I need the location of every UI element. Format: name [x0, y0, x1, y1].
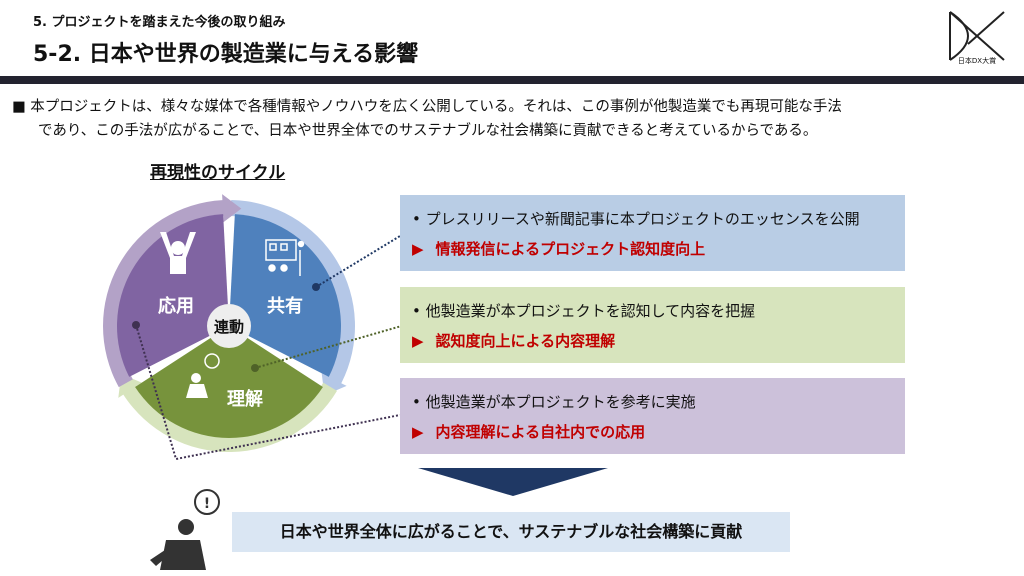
intro-text: ■ 本プロジェクトは、様々な媒体で各種情報やノウハウを広く公開している。それは、… [12, 95, 1012, 143]
connector-dot-share [312, 283, 320, 291]
arrow-icon: ▶ [412, 423, 424, 441]
box-result: 内容理解による自社内での応用 [435, 423, 646, 441]
center-label: 連動 [214, 318, 244, 336]
thinking-person-icon [186, 353, 220, 398]
box-bullet: • プレスリリースや新聞記事に本プロジェクトのエッセンスを公開 [412, 210, 860, 228]
info-box-apply: • 他製造業が本プロジェクトを参考に実施 ▶ 内容理解による自社内での応用 [400, 378, 905, 454]
box-result: 認知度向上による内容理解 [435, 332, 616, 350]
box-result: 情報発信によるプロジェクト認知度向上 [435, 240, 706, 258]
pie-segment-share [229, 214, 341, 377]
svg-text:!: ! [204, 496, 210, 512]
segment-label-understand: 理解 [227, 388, 263, 410]
dx-logo [949, 11, 1005, 61]
box-bullet: • 他製造業が本プロジェクトを参考に実施 [412, 393, 696, 411]
segment-label-apply: 応用 [158, 295, 194, 317]
cycle-arrow-share [230, 200, 355, 396]
logo-text: 日本DX大賞 [957, 57, 997, 65]
arrow-icon: ▶ [412, 240, 424, 258]
center-circle [207, 304, 251, 348]
presentation-icon [265, 239, 305, 276]
raised-arms-person-icon [160, 232, 196, 274]
info-box-understand: • 他製造業が本プロジェクトを認知して内容を把握 ▶ 認知度向上による内容理解 [400, 287, 905, 363]
box-bullet: • 他製造業が本プロジェクトを認知して内容を把握 [412, 302, 756, 320]
section-label: 5. プロジェクトを踏まえた今後の取り組み [33, 15, 286, 30]
pie-segment-understand [135, 326, 323, 438]
connector-dot-apply [132, 321, 140, 329]
arrow-icon: ▶ [412, 332, 424, 350]
connector-apply [135, 324, 401, 461]
header-divider [0, 76, 1024, 84]
down-arrow [418, 468, 608, 496]
cycle-title: 再現性のサイクル [150, 163, 286, 183]
intro-line-1: ■ 本プロジェクトは、様々な媒体で各種情報やノウハウを広く公開している。それは、… [12, 99, 842, 115]
page-title: 5-2. 日本や世界の製造業に与える影響 [33, 42, 419, 67]
cycle-arrow-apply [103, 194, 242, 388]
info-box-share: • プレスリリースや新聞記事に本プロジェクトのエッセンスを公開 ▶ 情報発信による… [400, 195, 905, 271]
intro-line-2: であり、この手法が広がることで、日本や世界全体でのサステナブルな社会構築に貢献で… [38, 123, 818, 139]
person-with-idea-icon: ! [150, 489, 220, 570]
pie-segment-apply [117, 214, 229, 377]
conclusion-box: 日本や世界全体に広がることで、サステナブルな社会構築に貢献 [232, 512, 790, 552]
connector-dot-understand [251, 364, 259, 372]
connector-share [315, 232, 406, 288]
segment-label-share: 共有 [267, 295, 303, 317]
cycle-arrow-understand [118, 373, 338, 453]
